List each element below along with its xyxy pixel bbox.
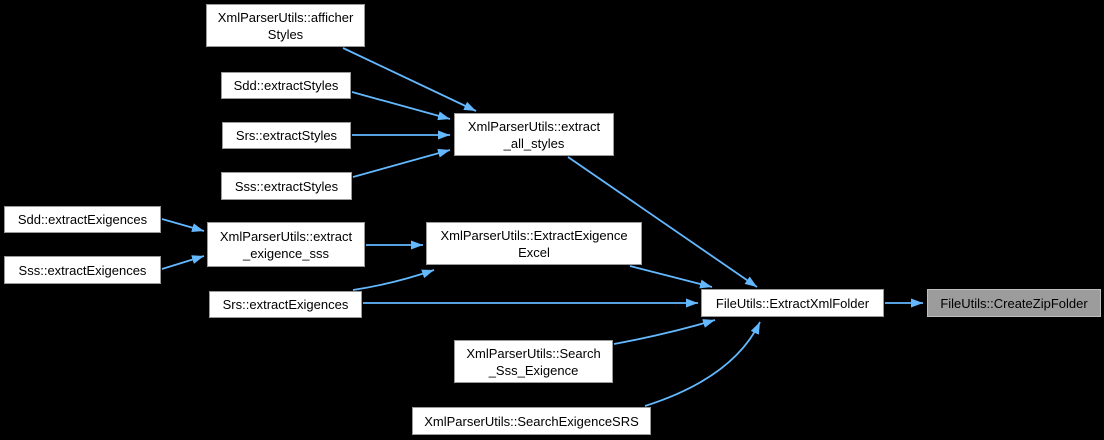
node-xmlparserutils-extractexigenceexcel[interactable]: XmlParserUtils::ExtractExigence Excel (426, 222, 642, 265)
node-sdd-extractexigences[interactable]: Sdd::extractExigences (4, 206, 161, 233)
edge-sssExtractStyles-to-extract_all_styles (352, 148, 451, 178)
node-fileutils-createzipfolder-current: FileUtils::CreateZipFolder (927, 289, 1101, 317)
node-srs-extractstyles[interactable]: Srs::extractStyles (222, 122, 351, 149)
node-xmlparserutils-extract-exigence-sss[interactable]: XmlParserUtils::extract _exigence_sss (207, 222, 365, 267)
edge-ExtractExigenceExcel-to-ExtractXmlFolder (629, 265, 713, 289)
node-xmlparserutils-extract-all-styles[interactable]: XmlParserUtils::extract _all_styles (454, 113, 614, 156)
node-xmlparserutils-afficherstyles[interactable]: XmlParserUtils::afficher Styles (206, 4, 365, 47)
node-xmlparserutils-search-sss-exigence[interactable]: XmlParserUtils::Search _Sss_Exigence (454, 340, 613, 383)
node-sss-extractstyles[interactable]: Sss::extractStyles (221, 172, 352, 200)
node-sdd-extractstyles[interactable]: Sdd::extractStyles (221, 72, 351, 99)
edge-srsExtractExigences-to-ExtractExigenceExcel (352, 269, 435, 291)
edge-sddExtractStyles-to-extract_all_styles (351, 91, 451, 121)
edge-sssExtractExigences-to-extract_exigence_sss (161, 255, 205, 270)
node-fileutils-extractxmlfolder[interactable]: FileUtils::ExtractXmlFolder (701, 289, 884, 317)
node-xmlparserutils-searchexigencesrs[interactable]: XmlParserUtils::SearchExigenceSRS (412, 407, 651, 435)
edge-afficherStyles-to-extract_all_styles (342, 47, 477, 112)
node-srs-extractexigences[interactable]: Srs::extractExigences (209, 291, 362, 318)
edge-Search_Sss_Exigence-to-ExtractXmlFolder (613, 319, 716, 345)
edge-sddExtractExigences-to-extract_exigence_sss (161, 218, 205, 233)
edge-SearchExigenceSRS-to-ExtractXmlFolder (644, 321, 761, 407)
node-sss-extractexigences[interactable]: Sss::extractExigences (4, 256, 161, 284)
